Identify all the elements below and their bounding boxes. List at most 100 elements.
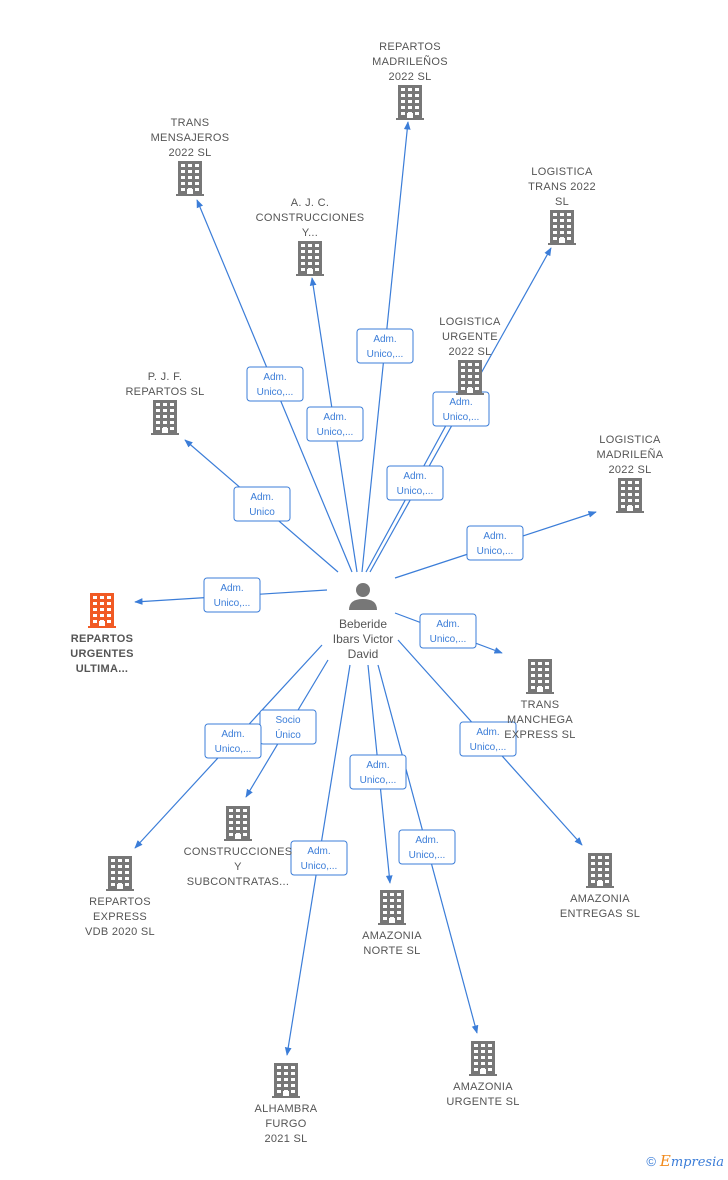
building-icon (469, 1041, 497, 1076)
company-name-line: 2022 SL (388, 71, 431, 83)
role-badge-ajc-construcciones[interactable]: Adm.Unico,... (306, 406, 364, 442)
building-icon (151, 400, 179, 435)
company-name-line: EXPRESS SL (504, 729, 575, 741)
company-name-line: A. J. C. (291, 197, 329, 209)
role-badge-text: Unico,... (443, 412, 480, 423)
company-node-logistica-urgente[interactable]: LOGISTICA URGENTE 2022 SL (439, 316, 501, 395)
role-badge-text: Unico (249, 507, 275, 518)
building-icon (88, 593, 116, 628)
company-node-logistica-madrilena[interactable]: LOGISTICA MADRILEÑA 2022 SL (597, 434, 664, 513)
role-badge-text: Adm. (436, 619, 459, 630)
role-badge-trans-manchega[interactable]: Adm.Unico,... (419, 613, 477, 649)
role-badge-text: Único (275, 728, 301, 741)
role-badge-text: Adm. (307, 846, 330, 857)
role-badge-repartos-madrilenos[interactable]: Adm. Unico,... (356, 328, 414, 364)
company-node-construcciones-subcontratas[interactable]: CONSTRUCCIONESYSUBCONTRATAS... (184, 806, 293, 888)
building-icon (456, 360, 484, 395)
role-badge-text: Adm. (449, 397, 472, 408)
role-badge-logistica-trans[interactable]: Adm.Unico,... (386, 465, 444, 501)
company-name-line: 2022 SL (608, 464, 651, 476)
building-icon (106, 856, 134, 891)
role-badge-text: Adm. (483, 531, 506, 542)
role-badge-text: Unico,... (409, 850, 446, 861)
company-name-line: LOGISTICA (531, 166, 593, 178)
person-name-line: Beberide (339, 617, 387, 631)
company-name-line: 2022 SL (168, 147, 211, 159)
building-icon (378, 890, 406, 925)
company-name-line: SL (555, 196, 569, 208)
company-name-line: MENSAJEROS (151, 132, 230, 144)
company-name-line: CONSTRUCCIONES (184, 846, 293, 858)
company-name-line: REPARTOS (71, 633, 134, 645)
role-badge-text: Adm. (263, 372, 286, 383)
company-name-line: VDB 2020 SL (85, 926, 155, 938)
brand-name: mpresia (670, 1155, 724, 1170)
building-icon (586, 853, 614, 888)
building-icon (272, 1063, 300, 1098)
role-badge-text: Unico,... (470, 742, 507, 753)
role-badge-text: Adm. (366, 760, 389, 771)
company-name-line: LOGISTICA (599, 434, 661, 446)
company-name-line: REPARTOS (379, 41, 441, 53)
role-badge-pjf-repartos[interactable]: Adm. Unico (233, 486, 291, 522)
building-icon (526, 659, 554, 694)
company-name-line: AMAZONIA (570, 893, 630, 905)
role-badge-amazonia-entregas[interactable]: Adm.Unico,... (459, 721, 517, 757)
company-name-line: ALHAMBRA (255, 1103, 318, 1115)
company-name-line: Y... (302, 227, 318, 239)
company-node-pjf-repartos[interactable]: P. J. F.REPARTOS SL (125, 371, 204, 435)
role-badge-text: Adm. (373, 334, 396, 345)
role-badge-amazonia-norte[interactable]: Adm.Unico,... (349, 754, 407, 790)
company-node-repartos-urgentes[interactable]: REPARTOSURGENTESULTIMA... (70, 593, 134, 675)
role-badge-text: Adm. (323, 412, 346, 423)
role-badge-text: Unico,... (477, 546, 514, 557)
role-badge-text: Unico,... (215, 744, 252, 755)
role-badge-text: Adm. (220, 583, 243, 594)
company-name-line: 2022 SL (448, 346, 491, 358)
role-badge-text: Unico,... (257, 387, 294, 398)
company-name-line: TRANS 2022 (528, 181, 596, 193)
role-badge-repartos-urgentes[interactable]: Adm. Unico,... (203, 577, 261, 613)
company-name-line: TRANS (171, 117, 210, 129)
role-badge-logistica-madrilena[interactable]: Adm. Unico,... (466, 525, 524, 561)
company-node-amazonia-urgente[interactable]: AMAZONIA URGENTE SL (446, 1041, 519, 1108)
company-name-line: REPARTOS SL (125, 386, 204, 398)
company-node-trans-mensajeros[interactable]: TRANS MENSAJEROS 2022 SL (151, 117, 230, 196)
company-name-line: AMAZONIA (453, 1081, 513, 1093)
person-icon (349, 583, 377, 610)
building-icon (296, 241, 324, 276)
company-name-line: CONSTRUCCIONES (256, 212, 365, 224)
role-badge-amazonia-urgente[interactable]: Adm.Unico,... (398, 829, 456, 865)
company-name-line: ULTIMA... (76, 663, 129, 675)
empresia-watermark: ©Empresia (646, 1152, 724, 1170)
role-badge-text: Adm. (250, 492, 273, 503)
company-name-line: MADRILEÑA (597, 448, 664, 461)
company-name-line: TRANS (521, 699, 560, 711)
company-name-line: LOGISTICA (439, 316, 501, 328)
company-name-line: URGENTE (442, 331, 498, 343)
role-badge-text: Unico,... (367, 349, 404, 360)
company-node-ajc-construcciones[interactable]: A. J. C. CONSTRUCCIONES Y... (256, 197, 365, 276)
role-badge-logistica-urgente[interactable]: Adm. Unico,... (432, 391, 490, 427)
company-name-line: FURGO (265, 1118, 306, 1130)
role-badge-trans-mensajeros[interactable]: Adm. Unico,... (246, 366, 304, 402)
role-badge-alhambra-furgo[interactable]: Adm.Unico,... (290, 840, 348, 876)
role-badge-repartos-express[interactable]: Adm.Unico,... (204, 723, 262, 759)
company-name-line: SUBCONTRATAS... (187, 876, 290, 888)
company-name-line: URGENTE SL (446, 1096, 519, 1108)
building-icon (396, 85, 424, 120)
company-name-line: REPARTOS (89, 896, 151, 908)
person-name-line: David (348, 647, 379, 661)
role-badge-text: Unico,... (214, 598, 251, 609)
building-icon (224, 806, 252, 841)
